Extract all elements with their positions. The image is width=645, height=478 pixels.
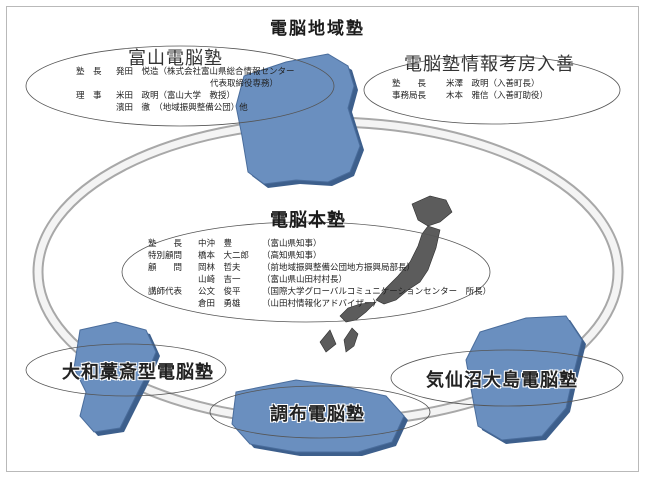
region-chofu: 調布電脳塾 bbox=[270, 404, 365, 425]
member-name: 米田 政明（富山大学 教授） bbox=[116, 91, 236, 101]
member-name: 岡林 哲夫 bbox=[198, 263, 241, 273]
member-name: 濱田 徹 （地域振興整備公団）他 bbox=[116, 103, 248, 113]
kesennuma-ellipse bbox=[390, 349, 624, 407]
honjuku-row: 倉田 勇雄 （山田村情報化アドバイザー） bbox=[148, 298, 491, 310]
member-org: （富山県知事） bbox=[262, 239, 322, 249]
member-role: 理 事 bbox=[76, 91, 102, 101]
member-role: 塾 長 bbox=[392, 79, 427, 89]
honjuku-row: 講師代表 公文 俊平 （国際大学グローバルコミュニケーションセンター 所長） bbox=[148, 286, 491, 298]
member-org: （富山県山田村村長） bbox=[262, 275, 348, 285]
member-role: 事務局長 bbox=[392, 91, 427, 101]
region-yamato: 大和藁斎型電脳塾 bbox=[62, 362, 214, 383]
member-name: 倉田 勇雄 bbox=[198, 299, 241, 309]
member-name: 代表取締役専務） bbox=[210, 79, 279, 89]
toyama-row: 代表取締役専務） bbox=[76, 78, 295, 90]
member-role: 塾 長 bbox=[76, 67, 102, 77]
figure-frame bbox=[6, 6, 639, 472]
toyama-group-ellipse bbox=[25, 45, 335, 127]
japan-map bbox=[319, 195, 453, 353]
toyama-heading: 富山電脳塾 bbox=[128, 48, 223, 69]
diagram-title: 電脳地域塾 bbox=[270, 19, 365, 39]
kobo-row: 事務局長 木本 雅信（入善町助役） bbox=[392, 90, 548, 102]
kesennuma-map bbox=[465, 315, 586, 444]
member-name: 発田 悦造（株式会社富山県総合情報センター bbox=[116, 67, 295, 77]
member-name: 中沖 豊 bbox=[198, 239, 233, 249]
member-name: 公文 俊平 bbox=[198, 287, 241, 297]
kobo-heading: 電脳塾情報考房入善 bbox=[404, 54, 575, 75]
honjuku-members: 塾 長 中沖 豊 （富山県知事） 特別顧問 橋本 大二郎 （高知県知事） 顧 問 岡林 哲… bbox=[148, 238, 491, 310]
chofu-map bbox=[231, 379, 408, 456]
member-name: 山崎 吉一 bbox=[198, 275, 241, 285]
member-name: 木本 雅信（入善町助役） bbox=[446, 91, 549, 101]
chofu-ellipse bbox=[209, 385, 431, 439]
honjuku-row: 山崎 吉一 （富山県山田村村長） bbox=[148, 274, 491, 286]
member-name: 橋本 大二郎 bbox=[198, 251, 250, 261]
member-name: 米澤 政明（入善町長） bbox=[446, 79, 540, 89]
member-role: 顧 問 bbox=[148, 263, 183, 273]
yamato-map bbox=[73, 321, 160, 436]
honjuku-heading: 電脳本塾 bbox=[270, 210, 346, 231]
honjuku-row: 顧 問 岡林 哲夫 （前地域振興整備公団地方振興局部長） bbox=[148, 262, 491, 274]
kobo-members: 塾 長 米澤 政明（入善町長） 事務局長 木本 雅信（入善町助役） bbox=[392, 78, 548, 102]
toyama-members: 塾 長 発田 悦造（株式会社富山県総合情報センター 代表取締役専務） 理 事 米田 … bbox=[76, 66, 295, 114]
member-org: （高知県知事） bbox=[262, 251, 322, 261]
honjuku-ellipse bbox=[121, 221, 491, 323]
honjuku-row: 塾 長 中沖 豊 （富山県知事） bbox=[148, 238, 491, 250]
kobo-row: 塾 長 米澤 政明（入善町長） bbox=[392, 78, 548, 90]
member-org: （前地域振興整備公団地方振興局部長） bbox=[262, 263, 416, 273]
member-org: （国際大学グローバルコミュニケーションセンター 所長） bbox=[262, 287, 492, 297]
honjuku-row: 特別顧問 橋本 大二郎 （高知県知事） bbox=[148, 250, 491, 262]
member-role: 塾 長 bbox=[148, 239, 183, 249]
member-role: 講師代表 bbox=[148, 287, 183, 297]
region-kesennuma: 気仙沼大島電脳塾 bbox=[426, 370, 578, 391]
yamato-ellipse bbox=[25, 343, 227, 397]
toyama-row: 理 事 米田 政明（富山大学 教授） bbox=[76, 90, 295, 102]
toyama-row: 塾 長 発田 悦造（株式会社富山県総合情報センター bbox=[76, 66, 295, 78]
member-role: 特別顧問 bbox=[148, 251, 183, 261]
member-org: （山田村情報化アドバイザー） bbox=[262, 299, 382, 309]
toyama-row: 濱田 徹 （地域振興整備公団）他 bbox=[76, 102, 295, 114]
kobo-group-ellipse bbox=[363, 55, 621, 125]
